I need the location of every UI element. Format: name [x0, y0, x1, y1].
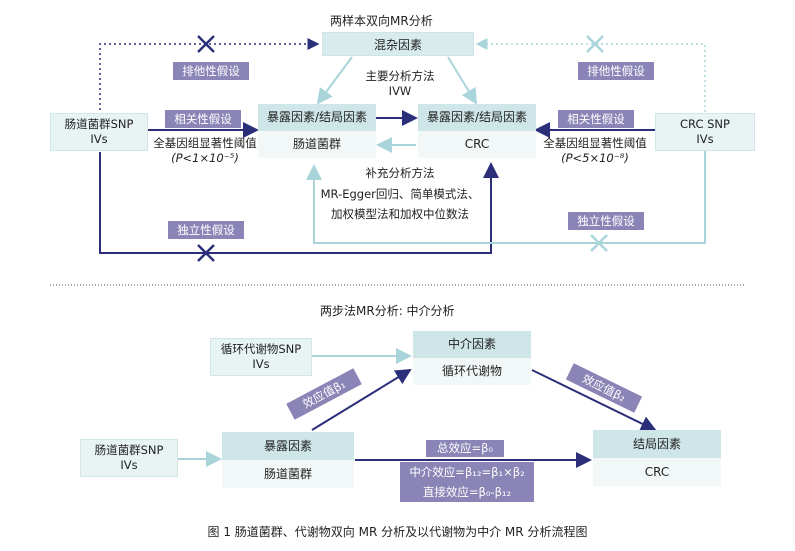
- main-method-value: IVW: [388, 84, 412, 98]
- metabolite-iv-line1: 循环代谢物SNP: [220, 342, 302, 356]
- supp-method-line2: 加权模型法和加权中位数法: [331, 207, 469, 221]
- outcome-box: 结局因素 CRC: [593, 430, 721, 486]
- metabolite-iv-box: 循环代谢物SNP IVs: [210, 338, 312, 376]
- mediator-head: 中介因素: [413, 331, 531, 358]
- direct-effect-label: 直接效应=β₀-β₁₂: [422, 485, 512, 499]
- left-exclusion-x-mark: [197, 35, 215, 53]
- figure-caption: 图 1 肠道菌群、代谢物双向 MR 分析及以代谢物为中介 MR 分析流程图: [207, 525, 588, 539]
- right-independence-x-mark: [590, 234, 608, 252]
- right-exclusion-line: [475, 38, 706, 112]
- exposure-left-box: 暴露因素/结局因素 肠道菌群: [258, 104, 376, 158]
- mediation-effect-label: 中介效应=β₁₂=β₁×β₂: [409, 465, 525, 479]
- right-exclusion-label: 排他性假设: [578, 62, 654, 80]
- left-exclusion-line: [99, 38, 320, 115]
- exposure-box: 暴露因素 肠道菌群: [222, 432, 354, 488]
- supp-method-label: 补充分析方法: [365, 166, 435, 180]
- total-effect-label: 总效应=β₀: [426, 440, 504, 457]
- exposure-sub: 肠道菌群: [222, 460, 354, 488]
- exposure-right-box: 暴露因素/结局因素 CRC: [418, 104, 536, 158]
- left-threshold-label: 全基因组显著性阈值: [153, 136, 257, 150]
- top-section-title: 两样本双向MR分析: [330, 14, 433, 28]
- supp-method-line1: MR-Egger回归、简单模式法、: [320, 187, 480, 201]
- left-exclusion-label: 排他性假设: [173, 62, 249, 80]
- exposure-left-sub: 肠道菌群: [258, 131, 376, 158]
- right-iv-line2: IVs: [696, 132, 714, 146]
- bottom-section-title: 两步法MR分析: 中介分析: [320, 304, 455, 318]
- left-independence-label: 独立性假设: [168, 221, 244, 239]
- right-iv-box: CRC SNP IVs: [655, 113, 755, 151]
- mediation-direct-box: 中介效应=β₁₂=β₁×β₂ 直接效应=β₀-β₁₂: [400, 462, 534, 502]
- exposure-to-mediator-arrow: [311, 368, 412, 431]
- exposure-right-sub: CRC: [418, 131, 536, 158]
- right-iv-line1: CRC SNP: [680, 117, 730, 131]
- confounder-to-left-line: [316, 56, 353, 105]
- left-independence-line: [99, 152, 499, 254]
- confounder-box: 混杂因素: [322, 32, 474, 56]
- outcome-head: 结局因素: [593, 430, 721, 458]
- left-independence-x-mark: [197, 244, 215, 262]
- left-iv-line2: IVs: [90, 132, 108, 146]
- left-iv-line1: 肠道菌群SNP: [64, 117, 134, 131]
- mediator-box: 中介因素 循环代谢物: [413, 331, 531, 385]
- left-iv-box: 肠道菌群SNP IVs: [50, 113, 148, 151]
- mediator-to-outcome-arrow: [531, 369, 657, 432]
- right-independence-label: 独立性假设: [568, 212, 644, 230]
- exposure-head: 暴露因素: [222, 432, 354, 460]
- gut-iv-line1: 肠道菌群SNP: [94, 443, 164, 457]
- metabolite-iv-line2: IVs: [252, 357, 270, 371]
- right-independence-line: [306, 150, 706, 244]
- gut-iv-box: 肠道菌群SNP IVs: [80, 439, 178, 477]
- right-threshold-label: 全基因组显著性阈值: [543, 136, 647, 150]
- exposure-left-head: 暴露因素/结局因素: [258, 104, 376, 131]
- confounder-to-right-line: [447, 56, 478, 105]
- left-relevance-label: 相关性假设: [165, 110, 241, 128]
- right-relevance-label: 相关性假设: [558, 110, 634, 128]
- exposure-right-head: 暴露因素/结局因素: [418, 104, 536, 131]
- outcome-sub: CRC: [593, 458, 721, 486]
- right-threshold-value: (P<5×10⁻⁸): [561, 151, 629, 165]
- left-threshold-value: (P<1×10⁻⁵): [171, 151, 239, 165]
- mediator-sub: 循环代谢物: [413, 358, 531, 385]
- right-exclusion-x-mark: [586, 35, 604, 53]
- gut-iv-line2: IVs: [120, 458, 138, 472]
- main-method-label: 主要分析方法: [365, 69, 435, 83]
